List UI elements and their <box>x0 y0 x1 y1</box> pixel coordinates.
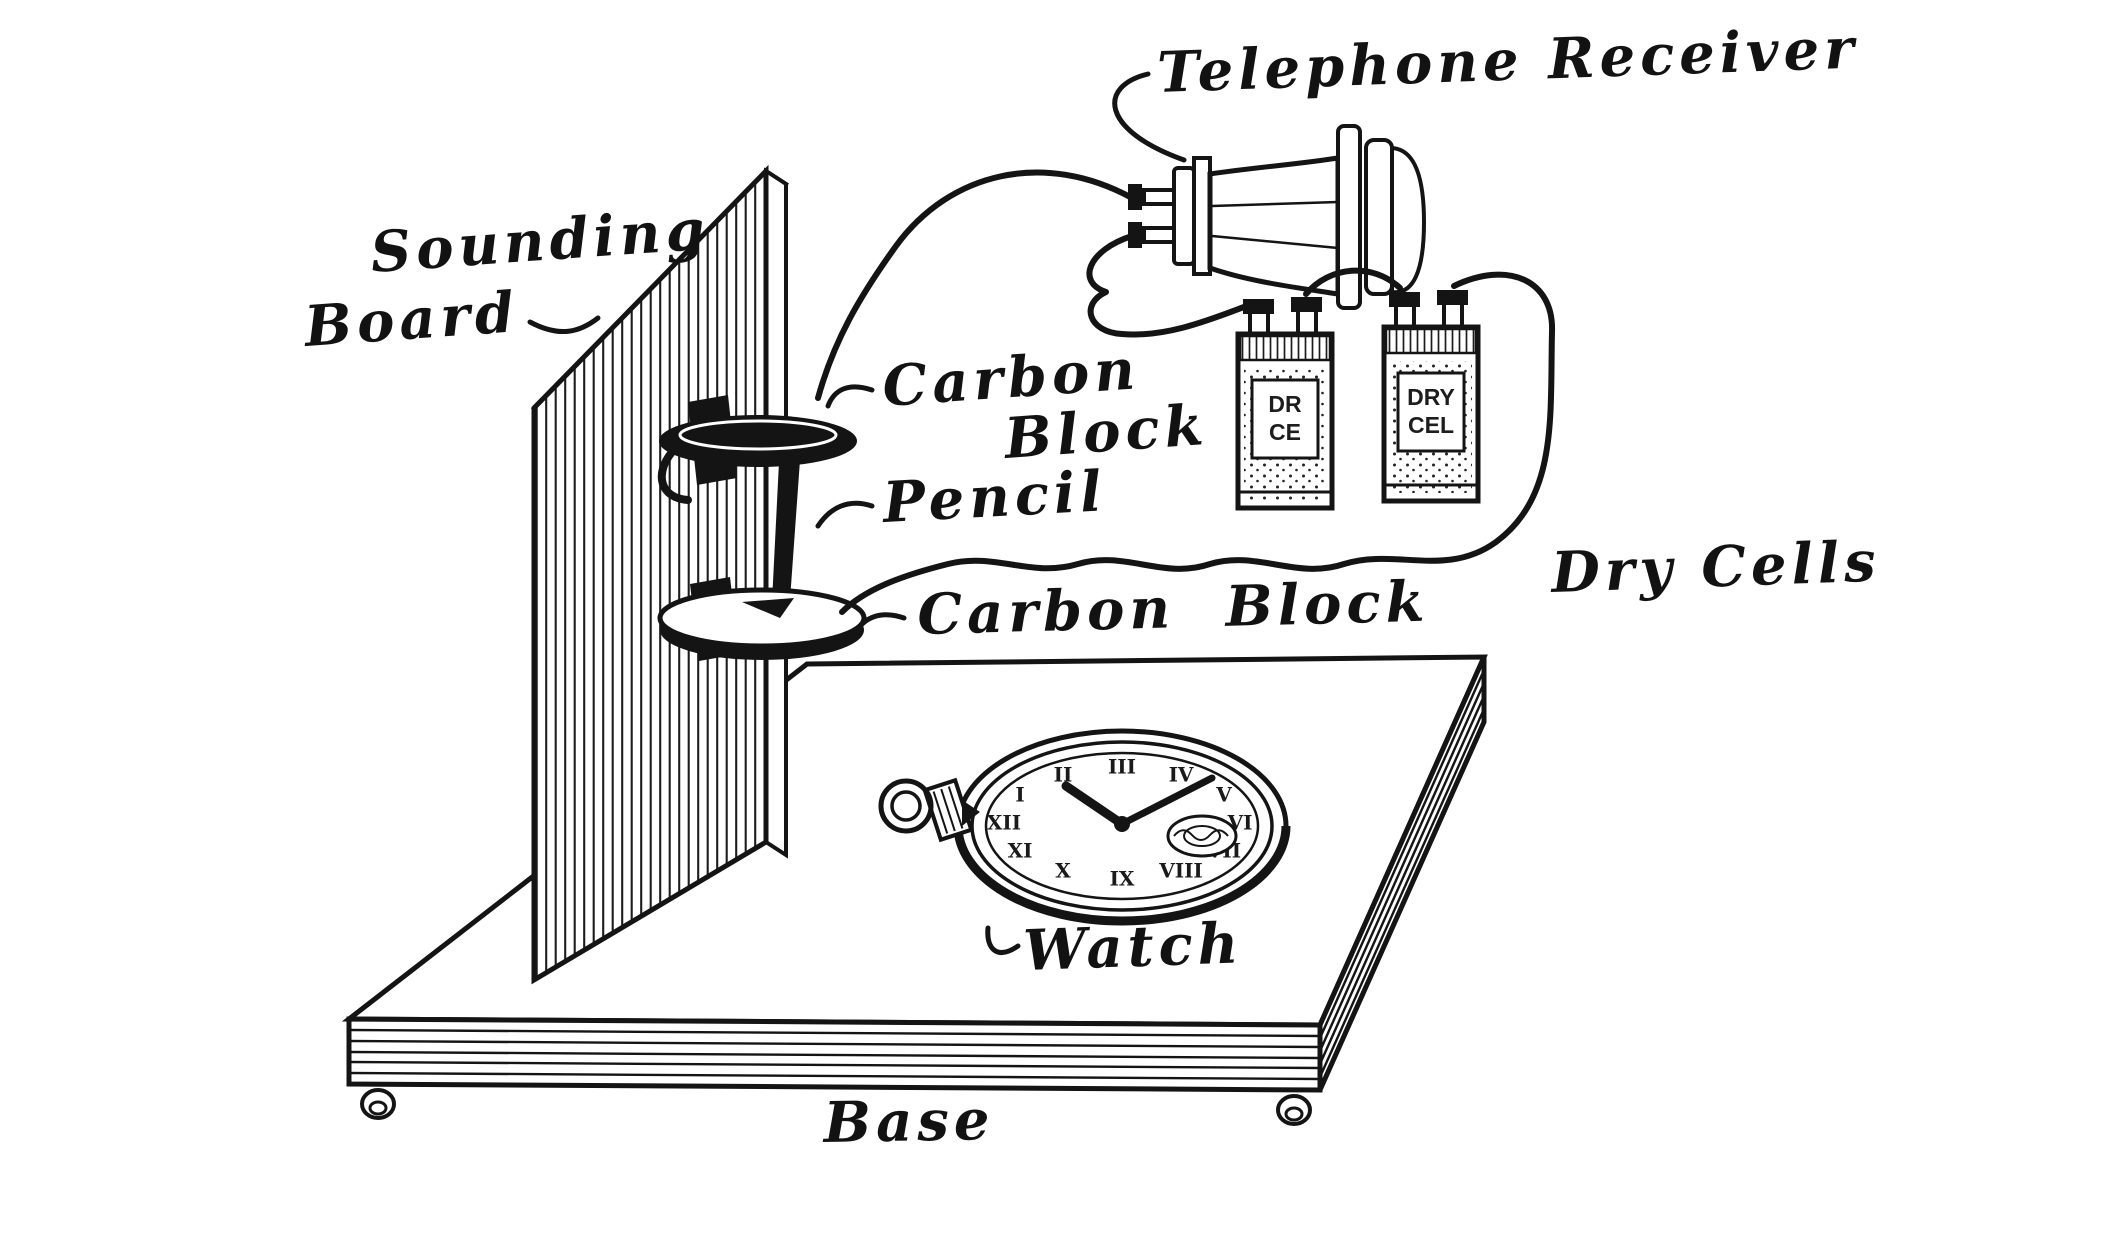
base-foot-left <box>360 1088 396 1120</box>
dry-cell-2-seal-band <box>1384 327 1478 355</box>
wire-cell2-to-carbon-bottom <box>839 271 1556 615</box>
watch-hour-hand <box>1061 781 1127 829</box>
label-base: Base <box>821 1087 995 1156</box>
telephone-receiver <box>1128 124 1427 310</box>
watch-center-pin <box>1114 816 1130 832</box>
dry-cell-1-label-line2: CE <box>1269 419 1301 445</box>
leader-carbon-block-bottom <box>853 612 907 635</box>
watch-crown <box>922 777 980 843</box>
carbon-block-top <box>657 395 857 504</box>
label-pencil: Pencil <box>879 458 1108 536</box>
watch-hands <box>1061 774 1216 829</box>
wire-cell1-to-cell2 <box>1303 267 1403 297</box>
label-sounding-board-line1: Sounding <box>368 196 711 286</box>
label-carbon-block-bottom: Carbon Block <box>917 569 1430 648</box>
receiver-ear-flange <box>1336 124 1362 310</box>
base-front-laminate-lines <box>348 1028 1321 1081</box>
label-watch: Watch <box>1022 910 1244 984</box>
dry-cell-2-label-plate <box>1396 371 1466 453</box>
receiver-ear-disc <box>1390 145 1427 295</box>
watch-numeral-3: III <box>1108 755 1136 779</box>
dry-cell-2-label-line1: DRY <box>1407 384 1455 410</box>
watch-numeral-4: IV <box>1169 763 1194 787</box>
watch-numeral-10: X <box>1055 859 1071 883</box>
base-board <box>341 654 1488 1126</box>
base-right-laminate-lines <box>1318 669 1486 1078</box>
sounding-board <box>530 164 790 985</box>
watch-bow-ring <box>878 778 934 834</box>
label-sounding-board-line2: Board <box>300 279 521 360</box>
watch-numeral-9: IX <box>1110 867 1135 891</box>
watch-numeral-11: XI <box>1008 839 1033 863</box>
wire-receiver-to-carbon-top <box>815 169 1135 401</box>
wire-receiver-to-cell1 <box>1086 233 1255 338</box>
dry-cell-1: DR CE <box>1235 297 1335 511</box>
base-right-edge <box>1317 655 1487 1092</box>
leader-watch <box>985 925 1021 955</box>
watch-rim-bottom-shade <box>953 825 1291 926</box>
receiver-body <box>1207 155 1341 297</box>
dry-cell-1-label-plate <box>1250 378 1320 460</box>
watch-numeral-12: XII <box>987 811 1021 835</box>
dry-cell-1-label-line1: DR <box>1268 391 1302 417</box>
leader-sounding-board <box>527 315 601 335</box>
label-carbon-block-top-line2: Block <box>1000 392 1210 472</box>
leader-carbon-block-top <box>825 384 875 409</box>
watch-seconds-subdial <box>1166 814 1238 858</box>
receiver-terminal-posts <box>1128 184 1176 248</box>
watch-numeral-2: II <box>1054 763 1073 787</box>
base-foot-right <box>1276 1094 1312 1126</box>
leader-telephone-receiver <box>1112 71 1187 163</box>
label-dry-cells: Dry Cells <box>1548 529 1881 607</box>
base-top-face <box>341 654 1488 1028</box>
label-telephone-receiver: Telephone Receiver <box>1156 16 1860 106</box>
pocket-watch: XII I II III IV V VI VII VIII IX X XI <box>878 728 1291 926</box>
dry-cell-2: DRY CEL <box>1381 290 1481 504</box>
watch-numeral-5: V <box>1215 783 1232 807</box>
sounding-board-face <box>531 164 769 985</box>
receiver-body-contours <box>1211 200 1339 250</box>
dry-cell-1-seal-band <box>1238 334 1332 362</box>
dry-cell-2-label-line2: CEL <box>1408 412 1454 438</box>
leader-pencil <box>815 500 875 529</box>
watch-numeral-8: VIII <box>1158 859 1203 883</box>
pencil <box>772 460 800 602</box>
watch-numeral-1: I <box>1015 783 1024 807</box>
carbon-block-bottom <box>657 577 867 661</box>
watch-minute-hand <box>1118 774 1216 828</box>
receiver-terminal-plate <box>1172 166 1196 266</box>
